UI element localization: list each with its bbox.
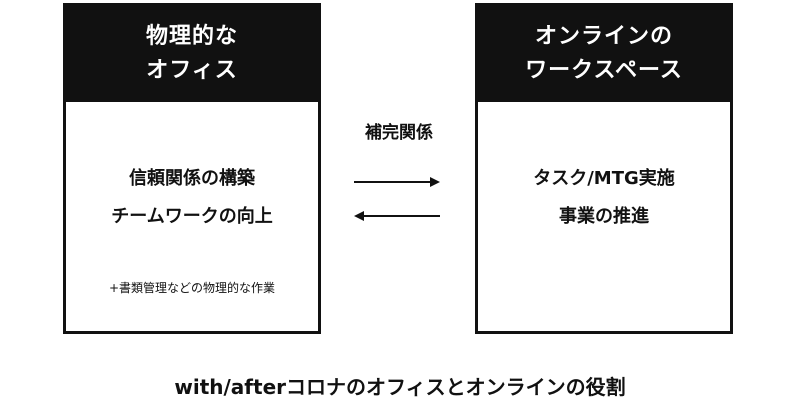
diagram-caption: with/afterコロナのオフィスとオンラインの役割: [174, 375, 626, 399]
online-workspace-role-tasks: タスク/MTG実施: [533, 168, 675, 189]
online-workspace-title-line1: オンラインの: [534, 24, 673, 49]
relation-label: 補完関係: [365, 123, 433, 143]
physical-office-role-teamwork: チームワークの向上: [111, 206, 273, 227]
online-workspace-box: オンラインの ワークスペース タスク/MTG実施 事業の推進: [475, 3, 733, 334]
online-workspace-header: オンラインの ワークスペース: [478, 6, 730, 102]
physical-office-note: +書類管理などの物理的な作業: [108, 281, 276, 295]
physical-office-header: 物理的な オフィス: [66, 6, 318, 102]
physical-office-box: 物理的な オフィス 信頼関係の構築 チームワークの向上 +書類管理などの物理的な…: [63, 3, 321, 334]
physical-office-title-line1: 物理的な: [145, 24, 238, 49]
physical-office-title-line2: オフィス: [146, 58, 238, 83]
physical-office-role-trust: 信頼関係の構築: [129, 168, 255, 189]
arrow-right-icon: [354, 177, 440, 187]
arrow-left-icon: [354, 211, 440, 221]
online-workspace-role-business: 事業の推進: [559, 206, 649, 227]
online-workspace-title-line2: ワークスペース: [525, 58, 683, 83]
